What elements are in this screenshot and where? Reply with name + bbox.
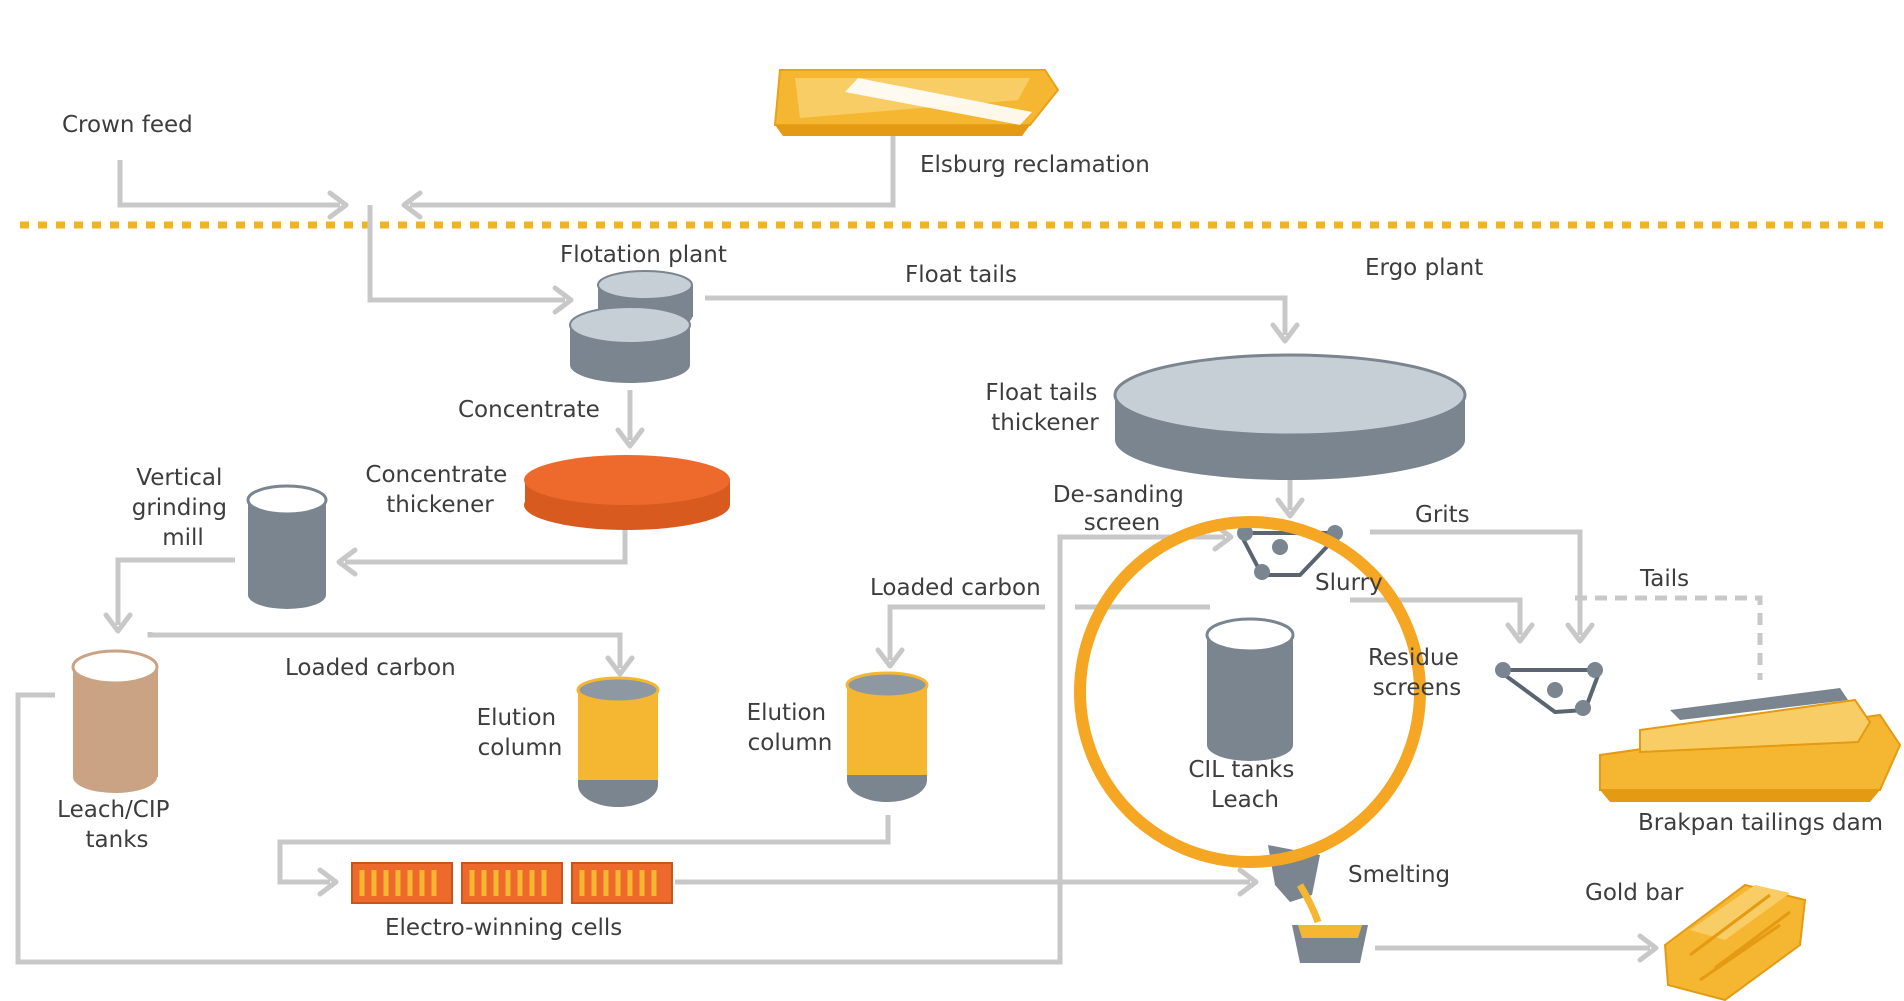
- flow-elsburg: [410, 135, 896, 208]
- arrow-smelting-to-gold-bar: [1637, 933, 1659, 963]
- arrow-elution-to-ew: [317, 867, 339, 897]
- highlight-circle-icon: [1074, 516, 1426, 868]
- arrow-concentrate: [615, 427, 645, 449]
- residue-screen-icon: [1495, 662, 1603, 716]
- mill-cylinder-icon: [246, 484, 328, 609]
- concentrate-thickener-icon: [524, 455, 730, 530]
- label-electro-winning-cells: Electro-winning cells: [385, 915, 622, 941]
- arrow-elsburg: [401, 190, 423, 220]
- label-vertical-grinding-mill: Vertical grinding mill: [132, 465, 235, 551]
- gold-bar-icon: [1663, 883, 1807, 1001]
- tailings-dam-icon: [1599, 688, 1902, 802]
- flow-slurry: [1350, 597, 1523, 635]
- flow-crown-feed: [117, 160, 340, 208]
- arrow-mill-to-leach: [103, 612, 133, 634]
- label-elution-column-left: Elution column: [477, 705, 564, 761]
- arrow-loaded-carbon-left: [605, 655, 635, 677]
- electrowinning-cell-2: [461, 862, 563, 904]
- leach-cip-tank-icon: [71, 649, 159, 793]
- label-flotation-plant: Flotation plant: [560, 242, 727, 268]
- flow-float-tails: [705, 295, 1288, 335]
- flow-lines: [15, 135, 1763, 965]
- arrow-slurry: [1505, 622, 1535, 644]
- label-float-tails-thickener: Float tails thickener: [985, 380, 1104, 436]
- labels: Crown feed Elsburg reclamation Flotation…: [57, 112, 1883, 941]
- arrow-thickener-to-screen: [1275, 497, 1305, 519]
- flow-loaded-carbon-left: [147, 632, 623, 668]
- label-slurry: Slurry: [1315, 570, 1383, 596]
- label-residue-screens: Residue screens: [1368, 645, 1466, 701]
- flow-bottom-loop: [15, 534, 1225, 965]
- arrow-to-flotation: [552, 285, 574, 315]
- arrow-float-tails: [1270, 322, 1300, 344]
- flow-to-flotation: [367, 205, 565, 303]
- label-loaded-carbon-right: Loaded carbon: [870, 575, 1041, 601]
- flotation-cells-icon: [569, 270, 693, 383]
- thickener-icon: [1113, 353, 1467, 480]
- electrowinning-cell-3: [571, 862, 673, 904]
- label-loaded-carbon-left: Loaded carbon: [285, 655, 456, 681]
- label-cil-tanks-leach: CIL tanks Leach: [1188, 757, 1301, 813]
- label-ergo-plant: Ergo plant: [1365, 255, 1483, 281]
- flow-grits: [1370, 529, 1583, 635]
- flow-elution-to-ew: [277, 815, 891, 885]
- label-brakpan-tailings-dam: Brakpan tailings dam: [1638, 810, 1883, 836]
- flow-loaded-carbon-right-down: [887, 604, 1045, 660]
- arrow-to-mill: [336, 547, 358, 577]
- cil-tank-icon: [1205, 617, 1295, 761]
- label-crown-feed: Crown feed: [62, 112, 193, 138]
- label-grits: Grits: [1415, 502, 1470, 528]
- label-leach-cip-tanks: Leach/CIP tanks: [57, 797, 177, 853]
- label-float-tails: Float tails: [905, 262, 1017, 288]
- label-concentrate-thickener: Concentrate thickener: [365, 462, 514, 518]
- arrow-grits: [1565, 622, 1595, 644]
- flow-tails: [1575, 595, 1763, 680]
- arrow-crown-feed: [327, 190, 349, 220]
- desanding-screen-icon: [1237, 525, 1343, 580]
- label-tails: Tails: [1639, 566, 1689, 592]
- label-elution-column-right: Elution column: [747, 700, 834, 756]
- label-concentrate: Concentrate: [458, 397, 600, 423]
- label-de-sanding-screen: De-sanding screen: [1053, 482, 1191, 536]
- electrowinning-cells-icon: [351, 862, 673, 904]
- label-smelting: Smelting: [1348, 862, 1450, 888]
- arrow-loaded-carbon-right: [875, 647, 905, 669]
- tailings-heap-icon: [773, 69, 1060, 136]
- elution-column-right-icon: [845, 671, 929, 802]
- label-gold-bar: Gold bar: [1585, 880, 1684, 906]
- flow-to-mill: [345, 525, 628, 565]
- label-elsburg-reclamation: Elsburg reclamation: [920, 152, 1150, 178]
- elution-column-left-icon: [576, 676, 660, 807]
- electrowinning-cell-1: [351, 862, 453, 904]
- arrow-ew-to-smelting: [1237, 867, 1259, 897]
- flow-mill-to-leach: [115, 557, 235, 625]
- crucible-icon: [1268, 845, 1368, 963]
